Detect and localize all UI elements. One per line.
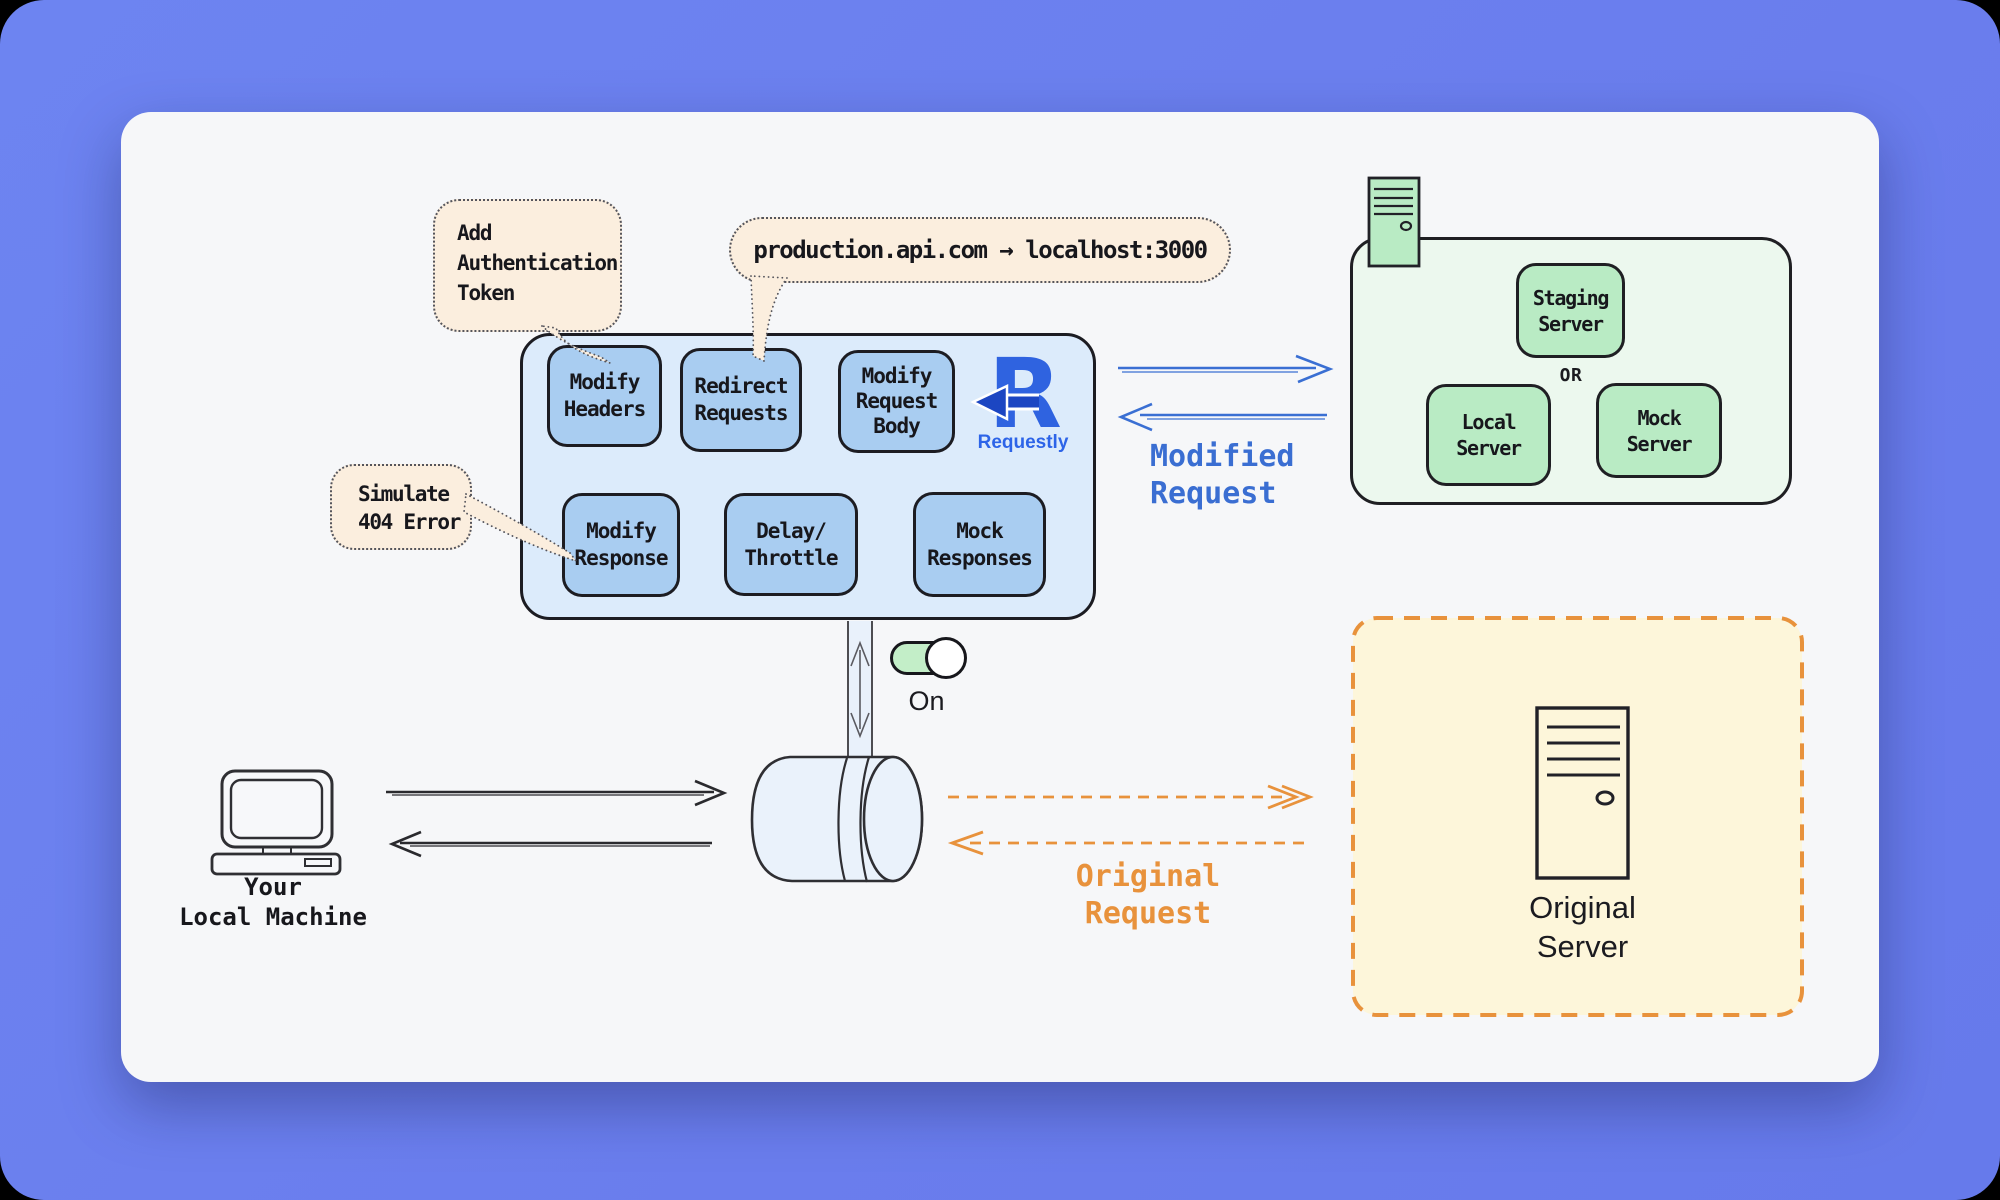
feature-mock-responses: Mock Responses [913, 492, 1046, 597]
feature-label-line: Responses [927, 545, 1033, 570]
callout-404-line: 404 Error [358, 510, 461, 534]
feature-label-line: Request [855, 389, 939, 413]
or-label: OR [1559, 365, 1583, 386]
callout-auth-line: Token [457, 281, 515, 305]
feature-modify-response: Modify Response [562, 493, 680, 597]
callout-redirect-rule: production.api.com → localhost:3000 [729, 217, 1231, 283]
callout-404-line: Simulate [358, 482, 450, 506]
feature-label-line: Mock [956, 518, 1004, 543]
flow-label-line: Request [1084, 896, 1212, 931]
callout-auth-line: Authentication [457, 251, 618, 275]
server-label-line: Server [1538, 311, 1604, 336]
feature-redirect-requests: Redirect Requests [680, 348, 802, 452]
feature-delay-throttle: Delay/ Throttle [724, 493, 858, 596]
feature-label-line: Response [574, 546, 668, 570]
original-request-label: Original Request [1058, 858, 1238, 932]
origin-label-line: Server [1536, 929, 1629, 964]
server-label-line: Server [1626, 431, 1693, 456]
flow-label-line: Request [1150, 476, 1277, 511]
server-label-line: Server [1456, 436, 1522, 460]
staging-server-node: Staging Server [1516, 263, 1625, 358]
toggle-state-label: On [908, 686, 945, 716]
feature-label-line: Requests [694, 401, 788, 425]
callout-auth-line: Add [457, 221, 493, 245]
feature-label-line: Throttle [744, 545, 838, 570]
feature-label-line: Modify [569, 370, 641, 394]
feature-modify-headers: Modify Headers [547, 345, 662, 447]
local-server-node: Local Server [1426, 384, 1551, 486]
feature-label-line: Redirect [694, 374, 788, 398]
flow-label-line: Original [1075, 859, 1221, 894]
feature-label-line: Headers [563, 397, 647, 421]
feature-label-line: Delay/ [756, 518, 827, 543]
callout-auth-token: Add Authentication Token [433, 199, 622, 332]
modified-request-label: Modified Request [1150, 438, 1295, 512]
server-label-line: Staging [1532, 285, 1609, 310]
callout-simulate-404: Simulate 404 Error [330, 464, 472, 550]
origin-label-line: Original [1529, 890, 1636, 925]
callout-redirect-text: production.api.com → localhost:3000 [753, 236, 1208, 264]
server-label-line: Mock [1637, 405, 1682, 430]
client-label-line: Your [244, 873, 302, 901]
local-machine-label: Your Local Machine [160, 872, 386, 932]
mock-server-node: Mock Server [1596, 383, 1722, 478]
server-label-line: Local [1461, 410, 1517, 434]
original-server-label: Original Server [1475, 888, 1690, 966]
client-label-line: Local Machine [179, 903, 367, 931]
feature-label-line: Modify [586, 519, 657, 543]
feature-label-line: Body [873, 414, 921, 438]
feature-label-line: Modify [861, 364, 933, 388]
flow-label-line: Modified [1150, 439, 1295, 474]
requestly-logo-wordmark: Requestly [977, 432, 1069, 453]
feature-modify-request-body: Modify Request Body [838, 350, 955, 453]
requestly-logo-letter: R [988, 338, 1062, 450]
toggle-knob[interactable] [925, 637, 967, 679]
